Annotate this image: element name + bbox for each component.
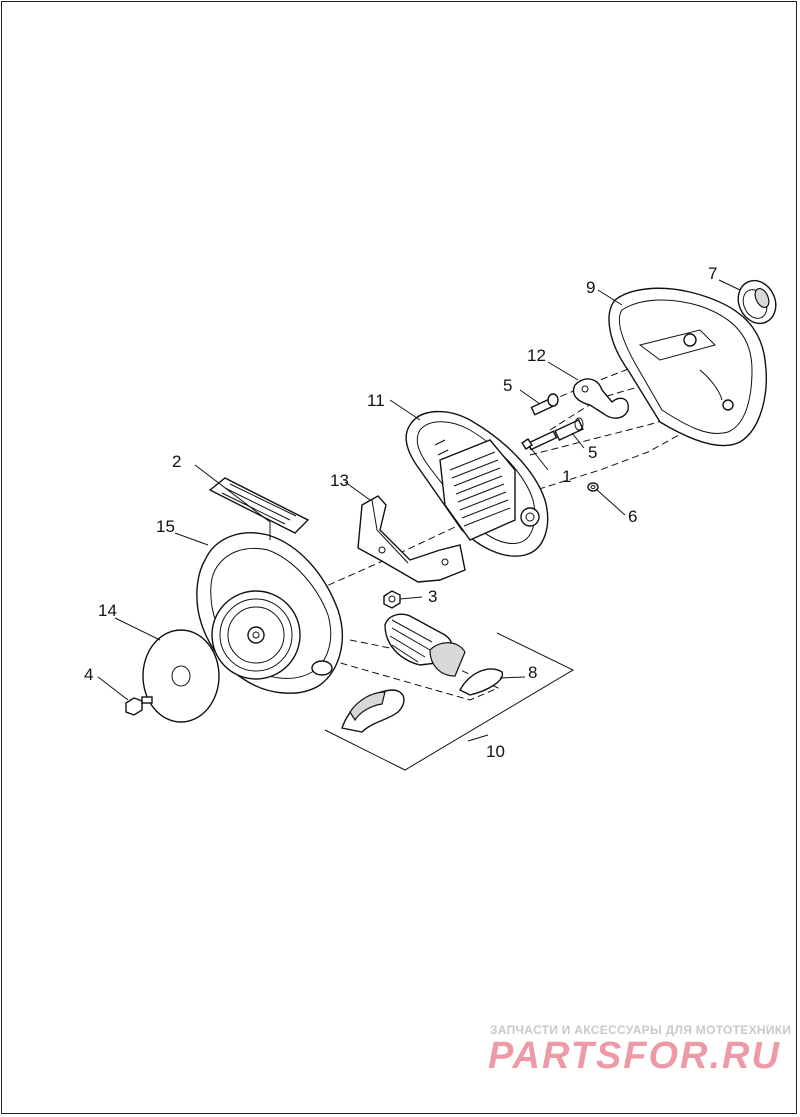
callout-5-upper: 5 — [503, 376, 512, 395]
intake-deflector — [341, 689, 405, 733]
screw-upper — [530, 393, 559, 416]
spacer-lower — [554, 417, 584, 441]
callout-7: 7 — [708, 264, 717, 283]
callout-13: 13 — [330, 471, 349, 490]
callout-12: 12 — [527, 346, 546, 365]
callout-6: 6 — [628, 507, 637, 526]
hex-nut — [383, 590, 401, 609]
washer — [587, 482, 599, 492]
callout-2: 2 — [172, 452, 181, 471]
callout-labels: 1 2 3 4 5 5 6 7 8 9 10 11 12 13 14 15 — [84, 264, 717, 761]
leader-lines — [97, 279, 741, 701]
callout-4: 4 — [84, 665, 93, 684]
grommet-ring — [737, 279, 777, 325]
callout-14: 14 — [98, 601, 117, 620]
callout-5-lower: 5 — [588, 443, 597, 462]
warning-label — [208, 477, 310, 534]
breather-bracket — [572, 378, 629, 419]
mounting-bracket — [357, 495, 466, 583]
air-cleaner-cover — [196, 532, 344, 694]
callout-15: 15 — [156, 517, 175, 536]
trim-plate — [142, 629, 220, 723]
callout-1: 1 — [562, 467, 571, 486]
callout-11: 11 — [367, 391, 385, 410]
callout-3: 3 — [428, 587, 437, 606]
watermark-logo: PARTSFOR.RU — [488, 1035, 781, 1077]
kit-bracket-10 — [324, 632, 575, 771]
callout-8: 8 — [528, 663, 537, 682]
callout-10: 10 — [486, 742, 505, 761]
callout-9: 9 — [586, 278, 595, 297]
cover-screw — [125, 696, 153, 716]
intake-seal — [459, 668, 504, 696]
air-intake-tube — [384, 613, 466, 677]
bolt — [521, 430, 558, 451]
watermark: ЗАПЧАСТИ И АКСЕССУАРЫ ДЛЯ МОТОТЕХНИКИ PA… — [488, 1023, 791, 1077]
watermark-tagline: ЗАПЧАСТИ И АКСЕССУАРЫ ДЛЯ МОТОТЕХНИКИ — [490, 1023, 791, 1037]
filter-pleats — [449, 451, 511, 527]
air-filter-element — [405, 410, 549, 557]
housing-backplate — [608, 287, 767, 447]
